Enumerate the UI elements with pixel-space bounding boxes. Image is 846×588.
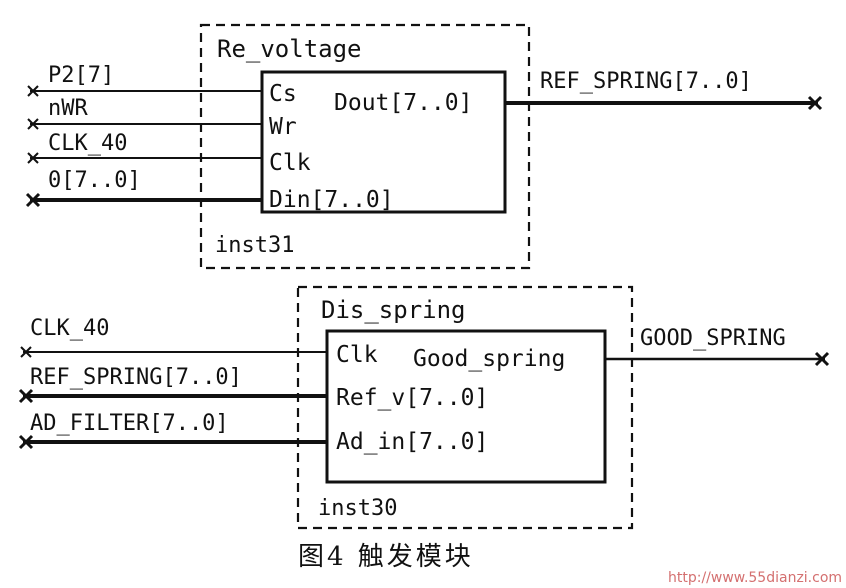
component-box-dis-spring: [325, 329, 607, 484]
port-cs: Cs: [269, 81, 297, 107]
signal-good-spring: GOOD_SPRING: [640, 326, 786, 351]
dashed-frame-dis-spring: [296, 285, 634, 530]
output-wire-re-voltage: REF_SPRING[7..0]: [505, 69, 823, 111]
port-clk: Clk: [269, 150, 311, 176]
block-dis-spring: Dis_spring Clk Ref_v[7..0] Ad_in[7..0] G…: [296, 285, 634, 530]
watermark: http://www.55dianzi.com: [668, 570, 842, 586]
signal-zero-bus: 0[7..0]: [48, 168, 141, 193]
instance-label: inst31: [215, 233, 294, 258]
block-re-voltage: Re_voltage Cs Wr Clk Din[7..0] Dout[7..0…: [199, 23, 531, 270]
block-title: Re_voltage: [217, 35, 362, 63]
signal-ref-spring-out: REF_SPRING[7..0]: [540, 69, 752, 94]
port-good-spring: Good_spring: [413, 346, 565, 372]
input-wires-re-voltage: P2[7] nWR CLK_40 0[7..0]: [25, 63, 262, 208]
port-din: Din[7..0]: [269, 187, 394, 213]
signal-ref-spring-in: REF_SPRING[7..0]: [30, 365, 242, 390]
input-wires-dis-spring: CLK_40 REF_SPRING[7..0] AD_FILTER[7..0]: [18, 316, 327, 450]
figure-caption: 图4 触发模块: [298, 542, 474, 572]
port-clk: Clk: [336, 342, 378, 368]
component-box-re-voltage: [260, 70, 507, 214]
signal-clk40: CLK_40: [30, 316, 109, 341]
port-ref-v: Ref_v[7..0]: [336, 385, 488, 411]
dashed-frame-re-voltage: [199, 23, 531, 270]
signal-p2: P2[7]: [48, 63, 114, 88]
output-wire-dis-spring: GOOD_SPRING: [605, 326, 830, 367]
port-dout: Dout[7..0]: [334, 90, 472, 116]
signal-clk40: CLK_40: [48, 131, 127, 156]
port-wr: Wr: [269, 114, 297, 140]
signal-ad-filter: AD_FILTER[7..0]: [30, 411, 229, 436]
block-title: Dis_spring: [321, 296, 466, 324]
signal-nwr: nWR: [48, 96, 88, 121]
port-ad-in: Ad_in[7..0]: [336, 429, 488, 455]
instance-label: inst30: [318, 496, 397, 521]
